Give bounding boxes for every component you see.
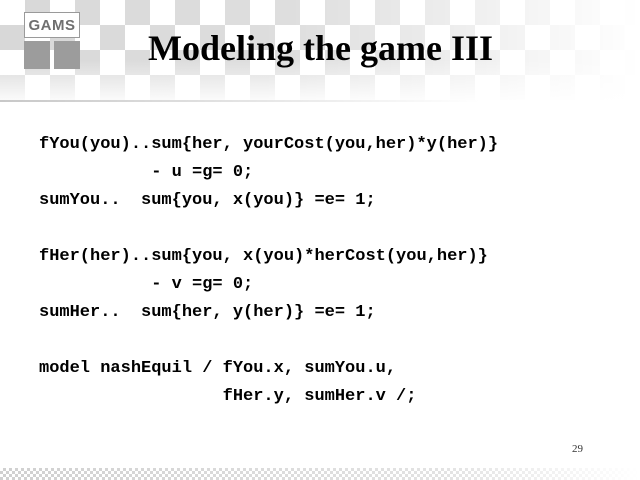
code-line: fHer(her)..sum{you, x(you)*herCost(you,h… — [39, 247, 488, 266]
logo-box: GAMS — [24, 12, 80, 38]
header-divider — [0, 100, 480, 102]
code-line: sumHer.. sum{her, y(her)} =e= 1; — [39, 303, 376, 322]
slide-title: Modeling the game III — [148, 28, 493, 68]
code-line: - v =g= 0; — [39, 275, 254, 294]
code-block: fYou(you)..sum{her, yourCost(you,her)*y(… — [39, 131, 498, 411]
gams-logo: GAMS — [24, 12, 80, 70]
code-line: - u =g= 0; — [39, 163, 254, 182]
code-line: fYou(you)..sum{her, yourCost(you,her)*y(… — [39, 135, 499, 154]
logo-block-right — [54, 41, 80, 69]
footer-checkerboard — [0, 468, 640, 480]
background-fade — [0, 60, 640, 105]
logo-text: GAMS — [28, 16, 76, 34]
slide-number: 29 — [572, 443, 583, 455]
code-line — [39, 327, 498, 355]
logo-block-left — [24, 41, 50, 69]
code-line: sumYou.. sum{you, x(you)} =e= 1; — [39, 191, 376, 210]
code-line — [39, 215, 498, 243]
code-line: fHer.y, sumHer.v /; — [39, 387, 417, 406]
code-line: model nashEquil / fYou.x, sumYou.u, — [39, 359, 397, 378]
